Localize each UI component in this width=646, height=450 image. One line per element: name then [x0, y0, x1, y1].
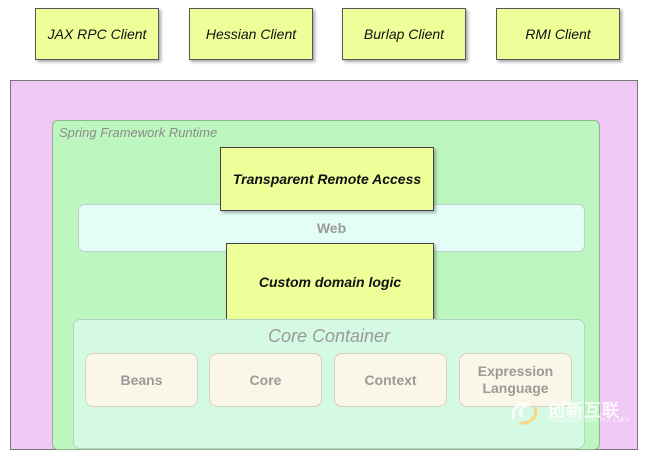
client-hessian: Hessian Client: [189, 8, 313, 60]
runtime-label: Spring Framework Runtime: [59, 125, 218, 140]
core-container-label: Core Container: [267, 326, 391, 346]
module-core: Core: [209, 353, 322, 407]
client-jax-rpc: JAX RPC Client: [35, 8, 159, 60]
transparent-remote-access-box: Transparent Remote Access: [220, 147, 434, 211]
client-rmi: RMI Client: [496, 8, 620, 60]
watermark-text-en: CHUANG XIN HU LIAN: [548, 417, 631, 424]
watermark: 创新互联 CHUANG XIN HU LIAN: [508, 393, 644, 433]
client-burlap: Burlap Client: [342, 8, 466, 60]
module-beans: Beans: [85, 353, 198, 407]
watermark-text-cn: 创新互联: [548, 401, 620, 420]
custom-domain-logic-box: Custom domain logic: [226, 243, 434, 321]
module-context: Context: [334, 353, 447, 407]
swirl-logo-icon: [511, 402, 538, 425]
